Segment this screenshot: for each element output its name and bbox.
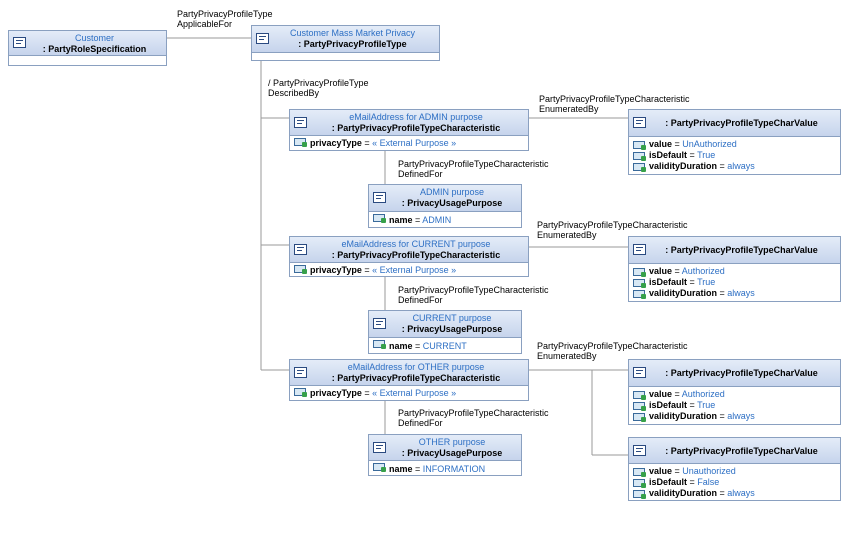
slot-icon	[373, 214, 386, 223]
applicable-for-label: PartyPrivacyProfileType ApplicableFor	[177, 9, 273, 29]
defined-for-label-1: PartyPrivacyProfileTypeCharacteristic De…	[398, 159, 549, 179]
is-default-slot: isDefault = True	[629, 400, 840, 411]
characteristic-header: eMailAddress for CURRENT purpose : Party…	[290, 237, 528, 263]
is-default-slot: isDefault = True	[629, 277, 840, 288]
validity-duration-slot: validityDuration = always	[629, 488, 840, 499]
is-default-slot: isDefault = False	[629, 477, 840, 488]
class-icon	[256, 33, 269, 44]
slot-icon	[633, 163, 646, 172]
slot-icon	[294, 265, 307, 274]
slot-icon	[294, 138, 307, 147]
value-slot: value = UnAuthorized	[629, 139, 840, 150]
class-icon	[373, 318, 386, 329]
characteristic-other[interactable]: eMailAddress for OTHER purpose : PartyPr…	[289, 359, 529, 401]
validity-duration-slot: validityDuration = always	[629, 411, 840, 422]
slot-icon	[633, 468, 646, 477]
char-value-3[interactable]: : PartyPrivacyProfileTypeCharValue value…	[628, 359, 841, 425]
defined-for-label-2: PartyPrivacyProfileTypeCharacteristic De…	[398, 285, 549, 305]
char-value-slots: value = UnAuthorized isDefault = True va…	[629, 137, 840, 172]
slot-icon	[633, 479, 646, 488]
slot-icon	[633, 268, 646, 277]
class-icon	[294, 366, 307, 378]
class-icon	[13, 37, 26, 48]
char-value-2[interactable]: : PartyPrivacyProfileTypeCharValue value…	[628, 236, 841, 302]
value-slot: value = Unauthorized	[629, 466, 840, 477]
char-value-header: : PartyPrivacyProfileTypeCharValue	[629, 438, 840, 464]
char-value-header: : PartyPrivacyProfileTypeCharValue	[629, 360, 840, 387]
char-value-slots: value = Authorized isDefault = True vali…	[629, 387, 840, 422]
enumerated-by-label-1: PartyPrivacyProfileTypeCharacteristic En…	[539, 94, 690, 114]
privacy-type-slot: privacyType = « External Purpose »	[290, 136, 528, 149]
value-slot: value = Authorized	[629, 389, 840, 400]
class-icon	[373, 441, 386, 453]
slot-icon	[633, 391, 646, 400]
validity-duration-slot: validityDuration = always	[629, 288, 840, 299]
validity-duration-slot: validityDuration = always	[629, 161, 840, 172]
customer-header: Customer : PartyRoleSpecification	[9, 31, 166, 56]
name-slot: name = ADMIN	[369, 212, 521, 226]
name-slot: name = INFORMATION	[369, 461, 521, 475]
char-value-slots: value = Unauthorized isDefault = False v…	[629, 464, 840, 499]
class-icon	[373, 192, 386, 203]
slot-icon	[373, 340, 386, 349]
class-icon	[633, 244, 646, 255]
slot-icon	[633, 413, 646, 422]
privacy-profile-object[interactable]: Customer Mass Market Privacy : PartyPriv…	[251, 25, 440, 61]
characteristic-header: eMailAddress for ADMIN purpose : PartyPr…	[290, 110, 528, 136]
purpose-admin[interactable]: ADMIN purpose : PrivacyUsagePurpose name…	[368, 184, 522, 228]
defined-for-label-3: PartyPrivacyProfileTypeCharacteristic De…	[398, 408, 549, 428]
char-value-header: : PartyPrivacyProfileTypeCharValue	[629, 110, 840, 137]
char-value-slots: value = Authorized isDefault = True vali…	[629, 264, 840, 299]
purpose-current[interactable]: CURRENT purpose : PrivacyUsagePurpose na…	[368, 310, 522, 354]
characteristic-admin[interactable]: eMailAddress for ADMIN purpose : PartyPr…	[289, 109, 529, 151]
purpose-header: CURRENT purpose : PrivacyUsagePurpose	[369, 311, 521, 338]
described-by-label: / PartyPrivacyProfileType DescribedBy	[268, 78, 369, 98]
is-default-slot: isDefault = True	[629, 150, 840, 161]
characteristic-current[interactable]: eMailAddress for CURRENT purpose : Party…	[289, 236, 529, 277]
value-slot: value = Authorized	[629, 266, 840, 277]
enumerated-by-label-2: PartyPrivacyProfileTypeCharacteristic En…	[537, 220, 688, 240]
privacy-type-slot: privacyType = « External Purpose »	[290, 263, 528, 276]
purpose-header: OTHER purpose : PrivacyUsagePurpose	[369, 435, 521, 461]
class-icon	[633, 117, 646, 128]
name-slot: name = CURRENT	[369, 338, 521, 352]
customer-object[interactable]: Customer : PartyRoleSpecification	[8, 30, 167, 66]
slot-icon	[294, 388, 307, 397]
class-icon	[294, 243, 307, 255]
class-icon	[633, 444, 646, 456]
slot-icon	[633, 141, 646, 150]
slot-icon	[633, 490, 646, 499]
enumerated-by-label-3: PartyPrivacyProfileTypeCharacteristic En…	[537, 341, 688, 361]
char-value-header: : PartyPrivacyProfileTypeCharValue	[629, 237, 840, 264]
purpose-other[interactable]: OTHER purpose : PrivacyUsagePurpose name…	[368, 434, 522, 476]
slot-icon	[633, 402, 646, 411]
characteristic-header: eMailAddress for OTHER purpose : PartyPr…	[290, 360, 528, 386]
class-icon	[633, 367, 646, 378]
slot-icon	[633, 152, 646, 161]
privacy-profile-header: Customer Mass Market Privacy : PartyPriv…	[252, 26, 439, 53]
slot-icon	[633, 290, 646, 299]
purpose-header: ADMIN purpose : PrivacyUsagePurpose	[369, 185, 521, 212]
privacy-type-slot: privacyType = « External Purpose »	[290, 386, 528, 399]
class-icon	[294, 116, 307, 128]
slot-icon	[633, 279, 646, 288]
char-value-1[interactable]: : PartyPrivacyProfileTypeCharValue value…	[628, 109, 841, 175]
slot-icon	[373, 463, 386, 472]
char-value-4[interactable]: : PartyPrivacyProfileTypeCharValue value…	[628, 437, 841, 501]
